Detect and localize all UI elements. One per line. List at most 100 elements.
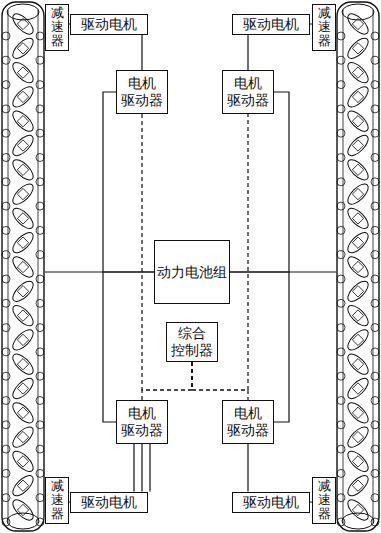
- node-label: 电机 驱动器: [120, 75, 165, 109]
- roller-hub: [352, 359, 363, 370]
- roller: [10, 424, 37, 451]
- track-link: [2, 494, 10, 502]
- track-link: [337, 275, 345, 283]
- track-link: [337, 372, 345, 380]
- track-link: [2, 372, 10, 380]
- node-label: 电机 驱动器: [226, 405, 271, 439]
- roller-hub: [352, 504, 363, 515]
- roller: [345, 156, 372, 183]
- track-link: [337, 348, 345, 356]
- track-link: [337, 421, 345, 429]
- roller: [10, 181, 37, 208]
- roller: [345, 375, 372, 402]
- battery-box: 动力电池组: [154, 240, 230, 304]
- roller: [10, 375, 37, 402]
- track-link: [2, 105, 10, 113]
- track-link: [337, 56, 345, 64]
- roller-hub: [352, 164, 363, 175]
- track-link: [371, 105, 379, 113]
- track-link: [337, 494, 345, 502]
- track-link: [371, 226, 379, 234]
- track-link: [2, 324, 10, 332]
- roller-hub: [352, 261, 363, 272]
- track-link: [371, 32, 379, 40]
- track-link: [371, 372, 379, 380]
- roller-hub: [352, 213, 363, 224]
- reducer-box: 减速器: [45, 4, 69, 51]
- track-link: [337, 251, 345, 259]
- track-link: [36, 299, 44, 307]
- power-line: [103, 92, 154, 272]
- track-link: [371, 324, 379, 332]
- roller: [345, 278, 372, 305]
- roller: [10, 399, 37, 426]
- track-link: [36, 372, 44, 380]
- power-line: [230, 92, 289, 272]
- roller-hub: [17, 480, 28, 491]
- track-link: [371, 397, 379, 405]
- roller: [10, 59, 37, 86]
- track-link: [36, 178, 44, 186]
- driver-box: 电机 驱动器: [222, 400, 274, 444]
- controller-box: 综合 控制器: [166, 322, 218, 362]
- roller-hub: [17, 456, 28, 467]
- track-link: [2, 445, 10, 453]
- track-link: [337, 202, 345, 210]
- roller: [345, 497, 372, 524]
- power-wire: [289, 271, 336, 272]
- roller: [345, 205, 372, 232]
- track-link: [2, 348, 10, 356]
- track-link: [36, 226, 44, 234]
- track-link: [2, 226, 10, 234]
- track-link: [36, 397, 44, 405]
- track-link: [371, 178, 379, 186]
- roller-hub: [352, 188, 363, 199]
- driver-box: 电机 驱动器: [222, 70, 274, 114]
- track-link: [371, 129, 379, 137]
- roller: [10, 108, 37, 135]
- track-link: [2, 154, 10, 162]
- track-link: [2, 469, 10, 477]
- track-link: [36, 105, 44, 113]
- roller: [10, 205, 37, 232]
- roller: [345, 254, 372, 281]
- roller-hub: [17, 188, 28, 199]
- roller-hub: [352, 286, 363, 297]
- roller-hub: [17, 431, 28, 442]
- roller: [10, 497, 37, 524]
- roller-hub: [17, 67, 28, 78]
- track-link: [2, 178, 10, 186]
- roller: [345, 302, 372, 329]
- driver-box: 电机 驱动器: [116, 70, 168, 114]
- node-label: 减速器: [318, 479, 331, 522]
- track-link: [2, 32, 10, 40]
- end-roller: [7, 4, 39, 20]
- track-link: [337, 324, 345, 332]
- roller-hub: [17, 286, 28, 297]
- power-line: [247, 35, 248, 71]
- track-link: [36, 324, 44, 332]
- roller: [10, 229, 37, 256]
- roller: [345, 351, 372, 378]
- roller-hub: [17, 140, 28, 151]
- roller: [345, 11, 372, 38]
- track-link: [2, 251, 10, 259]
- track-link: [371, 299, 379, 307]
- motor-box: 驱动电机: [232, 492, 310, 513]
- end-roller: [342, 513, 374, 529]
- roller-hub: [352, 310, 363, 321]
- motor-box: 驱动电机: [70, 492, 148, 513]
- track-link: [371, 469, 379, 477]
- node-label: 动力电池组: [157, 264, 227, 281]
- motor-box: 驱动电机: [70, 14, 148, 35]
- track-link: [337, 32, 345, 40]
- roller: [345, 83, 372, 110]
- track-link: [371, 445, 379, 453]
- roller: [345, 108, 372, 135]
- track-link: [371, 348, 379, 356]
- roller-hub: [17, 504, 28, 515]
- track-link: [36, 56, 44, 64]
- node-label: 电机 驱动器: [226, 75, 271, 109]
- track-link: [337, 178, 345, 186]
- roller-hub: [352, 43, 363, 54]
